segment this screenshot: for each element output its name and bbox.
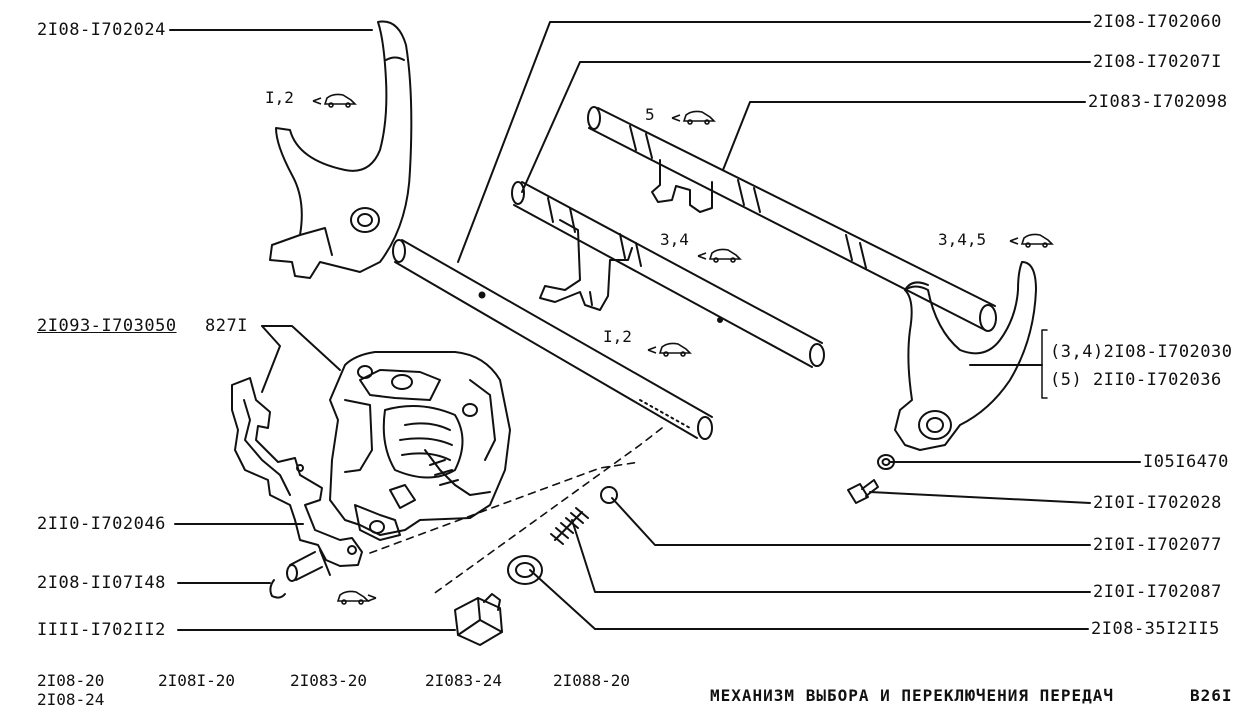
direction-icons <box>312 93 1054 605</box>
car-direction-icon <box>312 93 357 108</box>
plug-drawing <box>454 593 503 646</box>
model-code: 2I08-24 <box>37 690 105 709</box>
model-code: 2I08-20 <box>37 671 105 690</box>
rod-12-drawing <box>392 239 713 440</box>
page-code: B26I <box>1190 686 1233 705</box>
part-label-21083-1702098: 2I083-I702098 <box>1088 92 1228 112</box>
part-label-2108-1107148: 2I08-II07I48 <box>37 573 166 593</box>
car-direction-icon <box>671 110 716 125</box>
car-direction-icon <box>1009 233 1054 248</box>
part-label-2101-1702077: 2I0I-I702077 <box>1093 535 1222 555</box>
part-label-2108-3512115: 2I08-35I2II5 <box>1091 619 1220 639</box>
model-code: 2I08I-20 <box>158 671 236 690</box>
leader-lines <box>169 21 1141 631</box>
model-code: 2I088-20 <box>553 671 631 690</box>
part-label-2108-1702060: 2I08-I702060 <box>1093 12 1222 32</box>
part-label-2108-1702030: (3,4)2I08-I702030 <box>1050 342 1233 362</box>
fork-345-drawing <box>894 261 1037 451</box>
washer-bolt-right <box>847 454 895 504</box>
part-label-8271: 827I <box>205 316 248 336</box>
diagram-title: МЕХАНИЗМ ВЫБОРА И ПЕРЕКЛЮЧЕНИЯ ПЕРЕДАЧ <box>710 686 1115 705</box>
part-label-2101-1702028: 2I0I-I702028 <box>1093 493 1222 513</box>
assembly-dashed-lines <box>369 427 663 596</box>
gear-label-shaft-5: 5 <box>645 105 655 124</box>
car-direction-icon <box>697 248 742 263</box>
part-label-1111-1702112: IIII-I702II2 <box>37 620 166 640</box>
part-label-2108-1702071: 2I08-I70207I <box>1093 52 1222 72</box>
rod-5-drawing <box>587 106 997 332</box>
rod-34-drawing <box>511 181 825 368</box>
lever-drawing <box>231 377 363 582</box>
part-label-2108-1702024: 2I08-I702024 <box>37 20 166 40</box>
gear-label-shaft-12: I,2 <box>603 327 632 346</box>
part-label-1051647: I05I6470 <box>1143 452 1229 472</box>
part-label-2110-1702036: (5) 2II0-I702036 <box>1050 370 1222 390</box>
spring-drawing <box>550 507 589 545</box>
gear-label-fork-12: I,2 <box>265 88 294 107</box>
part-label-2110-1702046: 2II0-I702046 <box>37 514 166 534</box>
gear-label-fork-345: 3,4,5 <box>938 230 987 249</box>
gear-label-shaft-34: 3,4 <box>660 230 689 249</box>
car-direction-icon <box>336 590 377 605</box>
selector-mechanism-drawing <box>329 351 511 541</box>
part-label-21093-1703050: 2I093-I703050 <box>37 316 177 336</box>
model-code: 2I083-20 <box>290 671 368 690</box>
ball-drawing <box>600 486 618 504</box>
model-code: 2I083-24 <box>425 671 503 690</box>
part-label-2101-1702087: 2I0I-I702087 <box>1093 582 1222 602</box>
car-direction-icon <box>647 342 692 357</box>
circlip-drawing <box>269 579 286 599</box>
washer-drawing <box>507 555 543 585</box>
fork-12-drawing <box>269 20 413 279</box>
